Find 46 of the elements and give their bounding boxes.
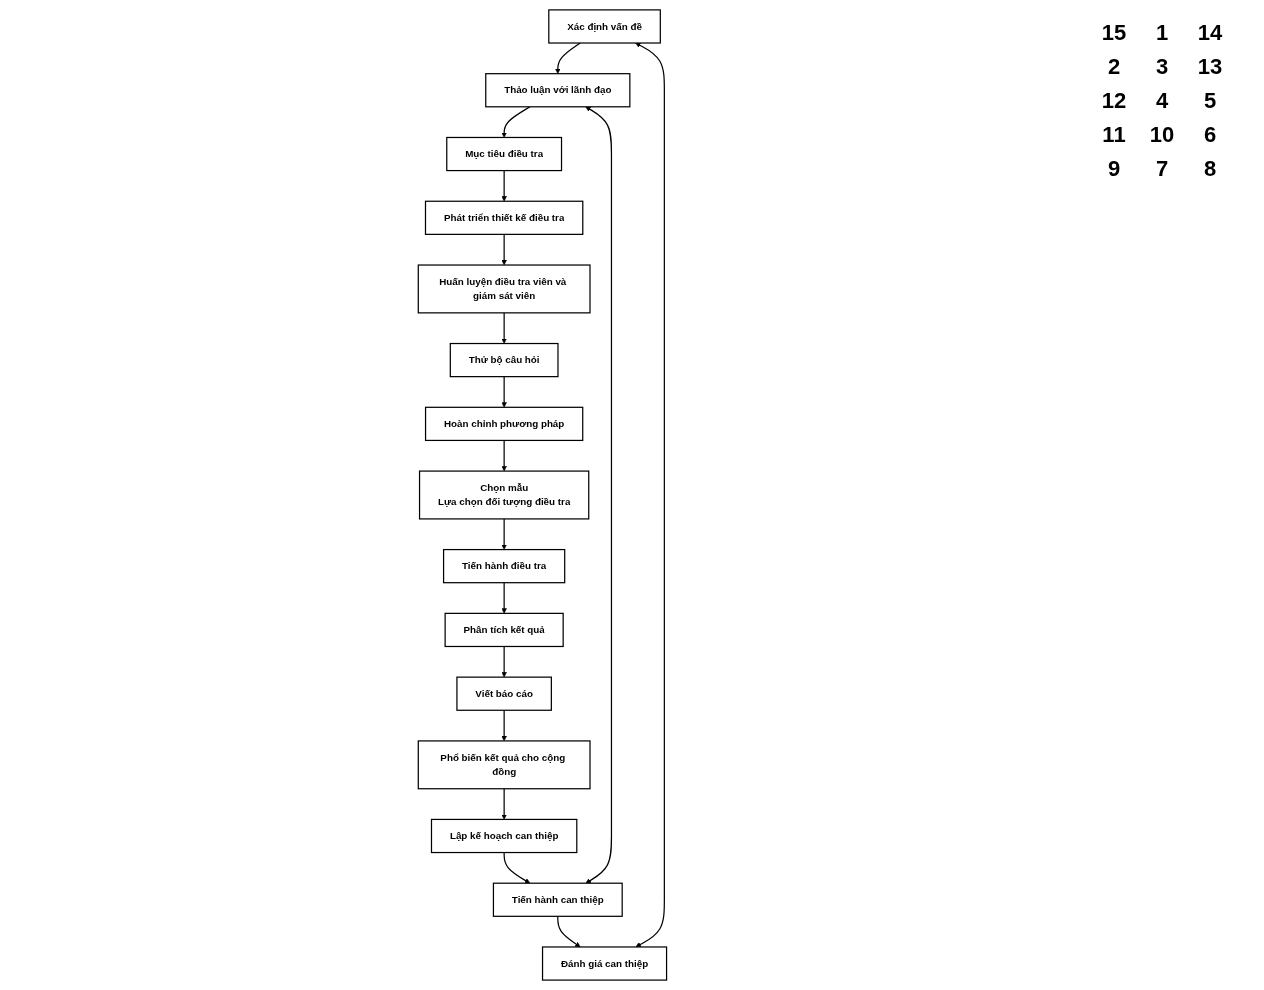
node-box: Đánh giá can thiệp <box>541 946 667 981</box>
node-box: Phân tích kết quả <box>444 612 564 648</box>
step-number: 12 <box>1100 88 1128 114</box>
arrow <box>501 106 531 138</box>
node-box: Xác định vấn đề <box>547 9 661 44</box>
arrow <box>501 439 507 472</box>
step-number: 10 <box>1148 122 1176 148</box>
arrow <box>556 915 581 948</box>
node-box: Huấn luyện điều tra viên và giám sát viên <box>417 264 591 314</box>
arrow <box>501 709 507 742</box>
node-box: Tiến hành điều tra <box>442 548 565 584</box>
arrow <box>501 582 507 614</box>
arrow <box>501 518 507 550</box>
arrow <box>634 42 665 948</box>
arrow <box>501 169 507 202</box>
arrow <box>501 312 507 344</box>
step-number: 11 <box>1101 122 1127 148</box>
arrow <box>554 42 581 74</box>
arrow <box>501 645 507 678</box>
node-box: Hoàn chỉnh phương pháp <box>424 406 583 442</box>
step-number: 15 <box>1100 20 1128 46</box>
step-number: 1 <box>1154 20 1170 46</box>
node-box: Lập kế hoạch can thiệp <box>430 818 577 854</box>
step-number: 6 <box>1202 122 1218 148</box>
node-box: Viết báo cáo <box>455 676 552 711</box>
node-box: Chọn mẫu Lựa chọn đối tượng điều tra <box>418 470 589 520</box>
node-box: Thử bộ câu hỏi <box>449 342 559 378</box>
step-number: 14 <box>1196 20 1224 46</box>
step-number: 3 <box>1154 54 1170 80</box>
step-number: 2 <box>1106 54 1122 80</box>
step-number: 9 <box>1106 156 1122 182</box>
step-number: 13 <box>1196 54 1224 80</box>
node-box: Phát triển thiết kế điều tra <box>424 200 583 235</box>
node-box: Mục tiêu điều tra <box>445 136 562 172</box>
step-number: 7 <box>1154 156 1170 182</box>
step-number: 8 <box>1202 156 1218 182</box>
arrow <box>503 851 530 884</box>
step-number: 5 <box>1202 88 1218 114</box>
node-box: Phổ biến kết quả cho cộng đồng <box>417 740 591 790</box>
arrow <box>501 233 507 266</box>
arrow <box>501 376 507 408</box>
step-number: 4 <box>1154 88 1170 114</box>
arrow <box>501 788 507 820</box>
node-box: Tiến hành can thiệp <box>492 882 623 917</box>
node-box: Thảo luận với lãnh đạo <box>484 73 631 108</box>
arrow <box>585 106 612 884</box>
